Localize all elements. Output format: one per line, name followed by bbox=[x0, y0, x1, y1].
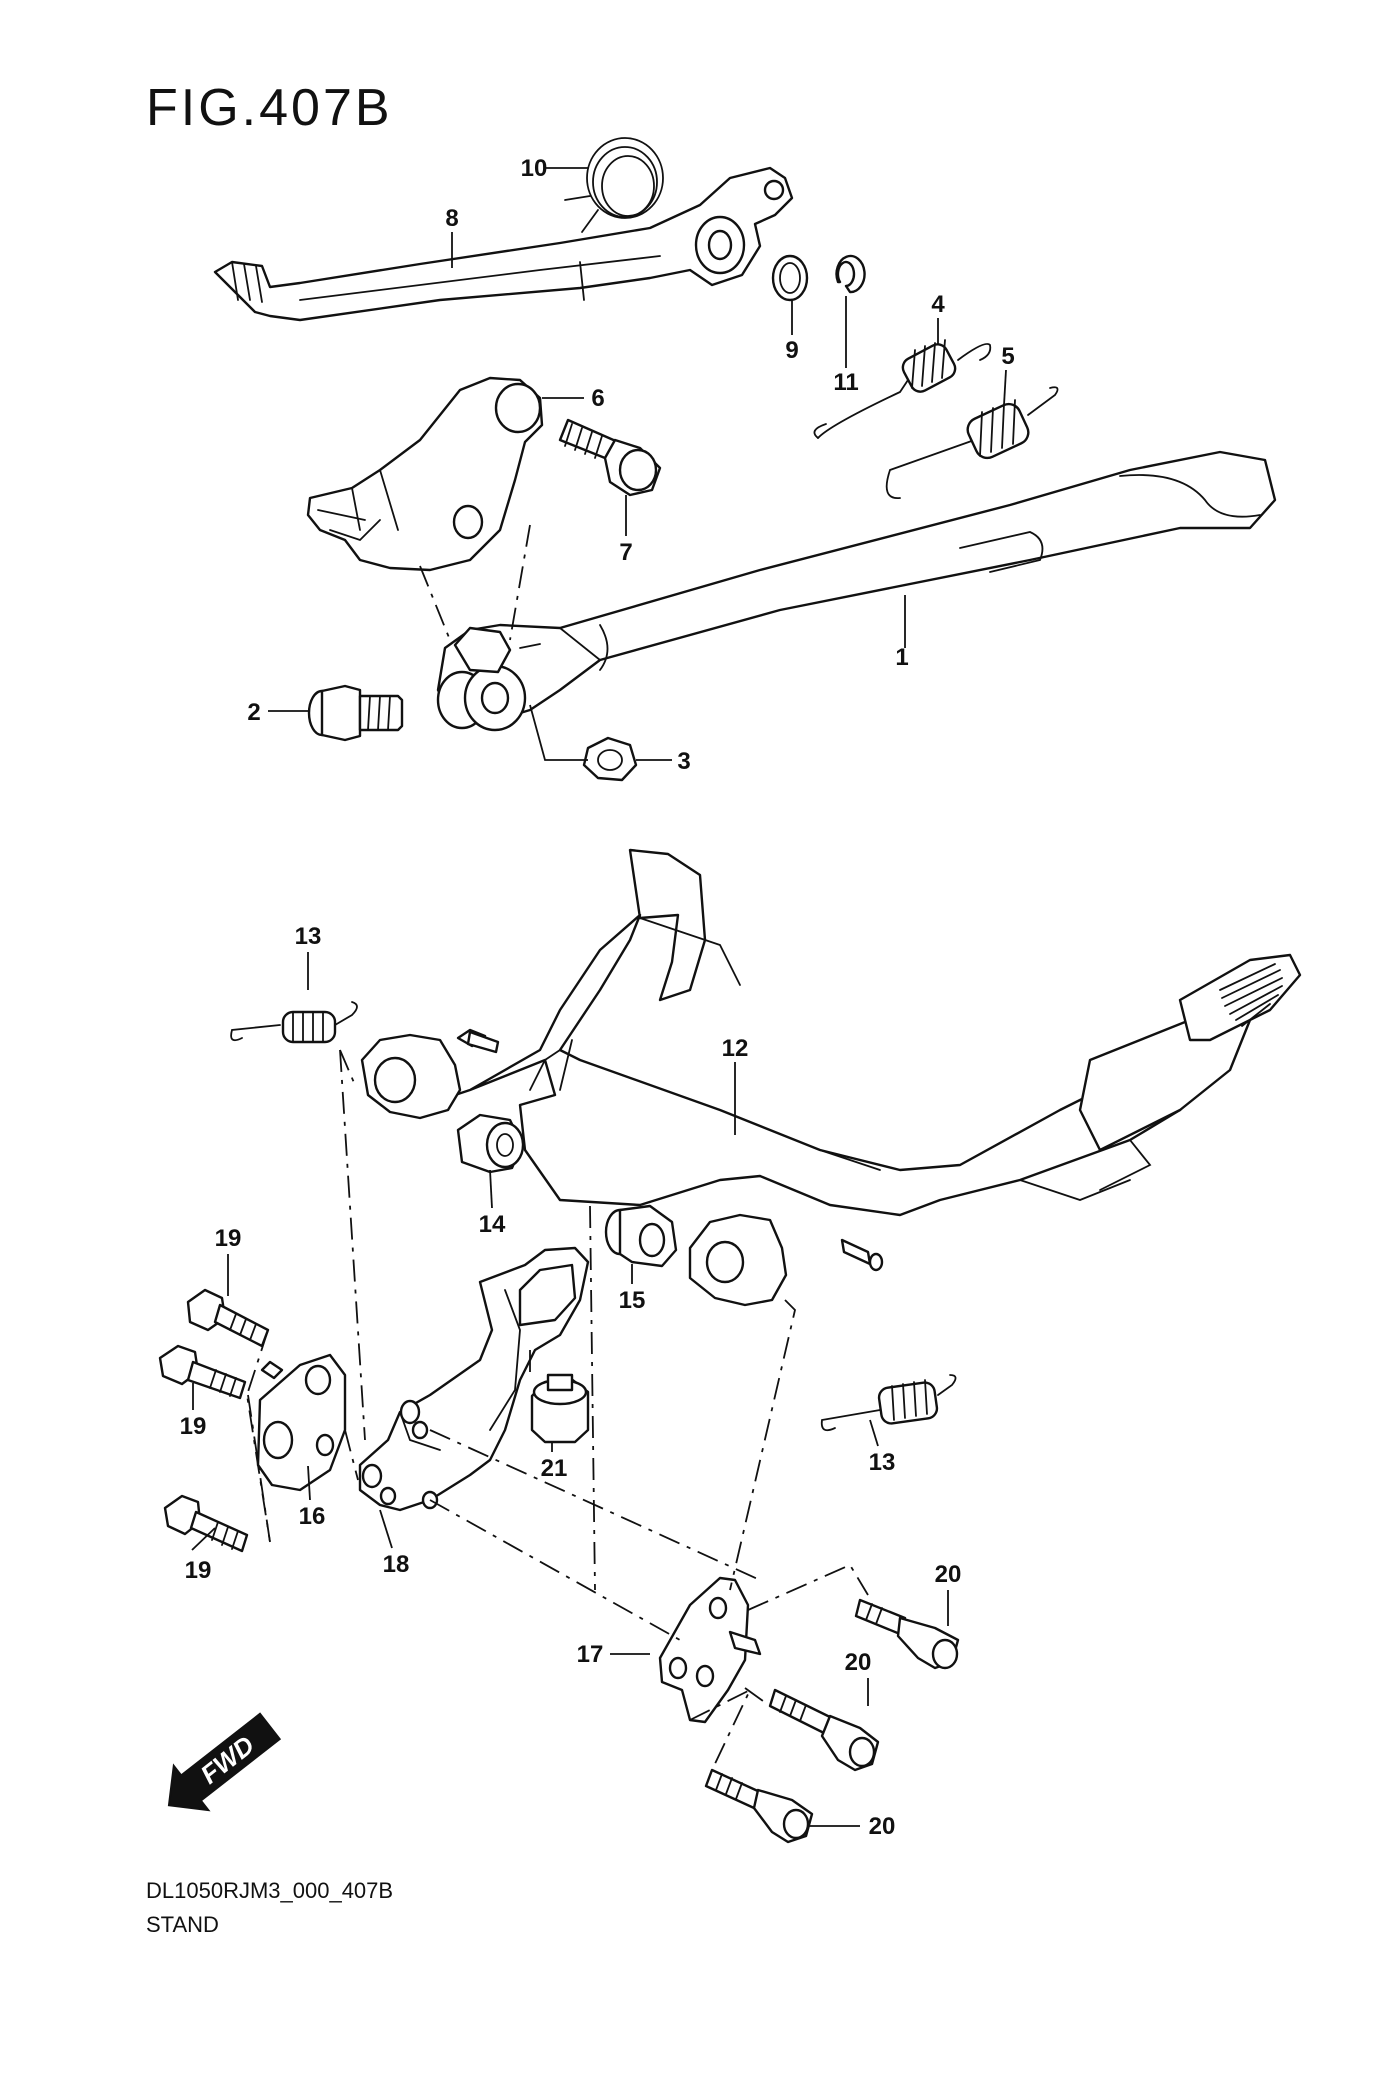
callout-14: 14 bbox=[479, 1211, 506, 1238]
callout-20-lower: 20 bbox=[869, 1813, 896, 1840]
callout-2: 2 bbox=[247, 699, 260, 726]
figure-title: FIG.407B bbox=[146, 79, 393, 137]
bolt-19-middle-part bbox=[158, 1344, 247, 1400]
center-stand-spring-lower-part bbox=[820, 1374, 957, 1432]
callout-15: 15 bbox=[619, 1287, 646, 1314]
callout-20-middle: 20 bbox=[845, 1649, 872, 1676]
callout-19-lower: 19 bbox=[185, 1557, 212, 1584]
center-stand-part bbox=[360, 848, 1302, 1307]
callout-12: 12 bbox=[722, 1035, 749, 1062]
center-stand-spring-upper-part bbox=[230, 1001, 358, 1044]
assembly-line-6-1b bbox=[509, 524, 531, 641]
diagram-caption: STAND bbox=[146, 1912, 219, 1937]
left-bracket-plate-part bbox=[256, 1353, 347, 1492]
callout-5: 5 bbox=[1001, 343, 1014, 370]
callout-20-upper: 20 bbox=[935, 1561, 962, 1588]
circlip-part bbox=[835, 254, 866, 294]
bolt-19-upper-part bbox=[186, 1288, 270, 1348]
callout-7: 7 bbox=[619, 539, 632, 566]
callout-10: 10 bbox=[521, 155, 548, 182]
rubber-stopper-part bbox=[530, 1373, 590, 1444]
callout-16: 16 bbox=[299, 1503, 326, 1530]
brake-pedal-part bbox=[213, 166, 794, 322]
stand-spring-small-part bbox=[813, 339, 992, 439]
callout-3: 3 bbox=[677, 748, 690, 775]
callout-6: 6 bbox=[591, 385, 604, 412]
bolt-20-lower-part bbox=[704, 1768, 814, 1844]
callout-11: 11 bbox=[833, 369, 858, 396]
bolt-20-upper-part bbox=[854, 1598, 960, 1670]
callout-18: 18 bbox=[383, 1551, 410, 1578]
bushing-part bbox=[456, 1113, 525, 1174]
callout-9: 9 bbox=[785, 337, 798, 364]
callout-13-lower: 13 bbox=[869, 1449, 896, 1476]
stand-spring-large-part bbox=[885, 386, 1059, 499]
stand-bracket-part bbox=[306, 376, 544, 572]
forward-arrow-icon: FWD bbox=[167, 1712, 282, 1812]
center-stand-mount-bracket-part bbox=[358, 1246, 590, 1512]
leader-3 bbox=[529, 704, 588, 761]
callout-4: 4 bbox=[931, 291, 945, 318]
stand-nut-part bbox=[582, 736, 638, 782]
washer-part bbox=[771, 254, 809, 302]
bracket-bolt-part bbox=[558, 418, 662, 497]
callout-1: 1 bbox=[895, 644, 908, 671]
bolt-20-middle-part bbox=[768, 1688, 880, 1772]
callout-17: 17 bbox=[577, 1641, 604, 1668]
pedal-return-spring-part bbox=[564, 137, 664, 233]
callout-13-upper: 13 bbox=[295, 923, 322, 950]
lower-mount-plate-part bbox=[658, 1576, 762, 1724]
stand-pivot-bolt-part bbox=[307, 684, 404, 742]
bolt-19-lower-part bbox=[163, 1494, 249, 1553]
bushing-lower-part bbox=[604, 1204, 678, 1268]
diagram-code: DL1050RJM3_000_407B bbox=[146, 1878, 394, 1903]
side-stand-part bbox=[436, 450, 1277, 732]
callout-8: 8 bbox=[445, 205, 458, 232]
callout-19-middle: 19 bbox=[180, 1413, 207, 1440]
callout-19-upper: 19 bbox=[215, 1225, 242, 1252]
assembly-line-6-1 bbox=[419, 565, 451, 641]
callout-21: 21 bbox=[541, 1455, 568, 1482]
